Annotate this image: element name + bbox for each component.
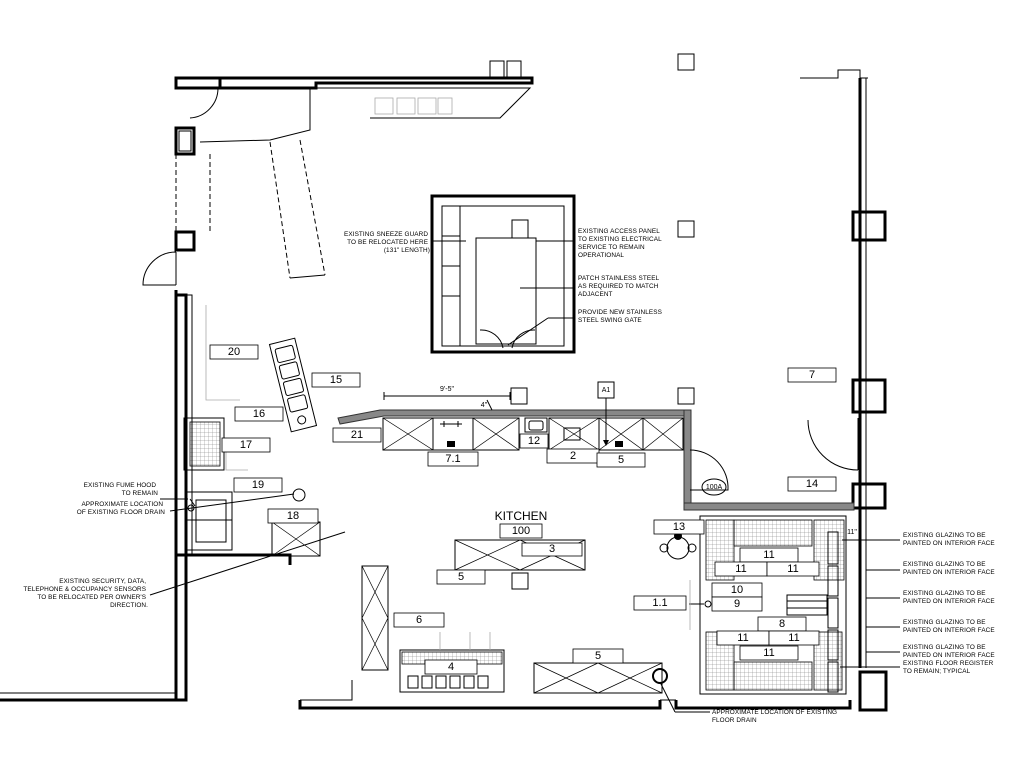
svg-text:18: 18: [287, 510, 299, 522]
note-floor-drain-bottom: APPROXIMATE LOCATION OF EXISTING FLOOR D…: [712, 709, 839, 724]
tag-8: 8: [757, 616, 807, 632]
note-glazing-2: EXISTING GLAZING TO BE PAINTED ON INTERI…: [903, 561, 995, 576]
servery-leaders: [432, 240, 575, 346]
tag-11-e: 11: [768, 630, 820, 646]
note-swing-gate: PROVIDE NEW STAINLESS STEEL SWING GATE: [578, 309, 664, 324]
svg-text:5: 5: [595, 650, 601, 662]
back-counter: [337, 409, 855, 511]
tag-13: 13: [653, 519, 705, 535]
note-floor-register: EXISTING FLOOR REGISTER TO REMAIN; TYPIC…: [903, 660, 995, 675]
door-tag: 100A: [701, 478, 727, 496]
svg-text:4: 4: [448, 661, 454, 673]
tag-17: 17: [221, 437, 271, 453]
svg-text:100A: 100A: [706, 484, 723, 491]
svg-text:12: 12: [528, 435, 540, 447]
room-name: KITCHEN: [495, 509, 548, 523]
svg-text:11: 11: [763, 549, 774, 561]
svg-text:17: 17: [240, 439, 252, 451]
svg-text:14: 14: [806, 478, 818, 490]
building-walls: [0, 53, 888, 712]
svg-text:1.1: 1.1: [652, 597, 667, 609]
note-glazing-4: EXISTING GLAZING TO BE PAINTED ON INTERI…: [903, 619, 995, 634]
svg-text:11: 11: [735, 563, 746, 575]
tag-11-c: 11: [766, 561, 820, 577]
svg-text:15: 15: [330, 374, 342, 386]
svg-text:11: 11: [763, 647, 774, 659]
svg-text:11: 11: [737, 632, 748, 644]
tag-11-b: 11: [714, 561, 768, 577]
notes: EXISTING SNEEZE GUARD TO BE RELOCATED HE…: [23, 228, 995, 724]
tag-5-island: 5: [436, 569, 486, 585]
svg-text:7: 7: [809, 369, 815, 381]
note-glazing-3: EXISTING GLAZING TO BE PAINTED ON INTERI…: [903, 590, 995, 605]
tag-15: 15: [311, 372, 361, 388]
note-sensors: EXISTING SECURITY, DATA, TELEPHONE & OCC…: [23, 578, 148, 609]
tag-16: 16: [234, 406, 284, 422]
note-glazing-5: EXISTING GLAZING TO BE PAINTED ON INTERI…: [903, 644, 995, 659]
svg-text:20: 20: [228, 346, 240, 358]
note-leaders: [149, 493, 900, 713]
tag-5-top: 5: [596, 452, 646, 468]
svg-text:10: 10: [731, 584, 743, 596]
dim-small-a: 4": [481, 402, 488, 409]
svg-text:100: 100: [512, 525, 530, 537]
note-access-panel: EXISTING ACCESS PANEL TO EXISTING ELECTR…: [578, 228, 663, 259]
tag-21: 21: [332, 427, 382, 443]
tag-7: 7: [787, 367, 837, 383]
tag-19: 19: [233, 477, 283, 493]
tag-7-1: 7.1: [427, 451, 479, 467]
svg-text:2: 2: [570, 450, 576, 462]
equipment-tags: 20 15 16 21 17 19 18 7.1 12 2 5 7 14 13 …: [209, 344, 837, 675]
counter-dimension: 9'-5" 4": [383, 386, 511, 411]
grid-marker: A1: [597, 381, 615, 446]
tag-11-a: 11: [739, 547, 799, 563]
tag-6: 6: [393, 612, 445, 628]
svg-text:8: 8: [779, 618, 785, 630]
svg-text:9: 9: [734, 598, 740, 610]
room-number-tag: 100: [499, 523, 543, 539]
dining-area: 11": [659, 515, 866, 695]
dim-counter-length: 9'-5": [440, 386, 454, 393]
svg-text:16: 16: [253, 408, 265, 420]
note-fume-hood: EXISTING FUME HOOD TO REMAIN: [84, 482, 159, 497]
svg-text:7.1: 7.1: [445, 453, 460, 465]
tag-4: 4: [424, 659, 478, 675]
tag-20: 20: [209, 344, 259, 360]
note-sneeze-guard: EXISTING SNEEZE GUARD TO BE RELOCATED HE…: [344, 231, 430, 254]
tag-12: 12: [519, 433, 549, 449]
tag-14: 14: [787, 476, 837, 492]
tag-18: 18: [267, 508, 319, 524]
svg-text:6: 6: [416, 614, 422, 626]
tag-3: 3: [521, 542, 583, 557]
svg-text:5: 5: [458, 571, 464, 583]
note-floor-drain-left: APPROXIMATE LOCATION OF EXISTING FLOOR D…: [77, 501, 166, 516]
svg-text:21: 21: [351, 429, 363, 441]
svg-text:11: 11: [788, 632, 799, 644]
svg-text:19: 19: [252, 479, 264, 491]
svg-text:3: 3: [549, 543, 555, 555]
tag-9: 9: [711, 596, 763, 612]
tag-1-1: 1.1: [633, 595, 687, 611]
room-label: KITCHEN 100: [495, 509, 548, 539]
svg-text:A1: A1: [602, 387, 611, 394]
tag-11-f: 11: [739, 645, 799, 661]
svg-text:11: 11: [787, 563, 798, 575]
tag-5-bottom: 5: [572, 648, 624, 664]
note-glazing-1: EXISTING GLAZING TO BE PAINTED ON INTERI…: [903, 532, 995, 547]
svg-text:13: 13: [673, 521, 685, 533]
servery-enclosure: [430, 194, 576, 354]
note-patch-steel: PATCH STAINLESS STEEL AS REQUIRED TO MAT…: [578, 275, 661, 298]
tag-2: 2: [546, 448, 600, 464]
dim-small-b: 11": [847, 529, 857, 536]
tag-11-d: 11: [716, 630, 770, 646]
tag-10: 10: [711, 582, 763, 598]
svg-text:5: 5: [618, 454, 624, 466]
